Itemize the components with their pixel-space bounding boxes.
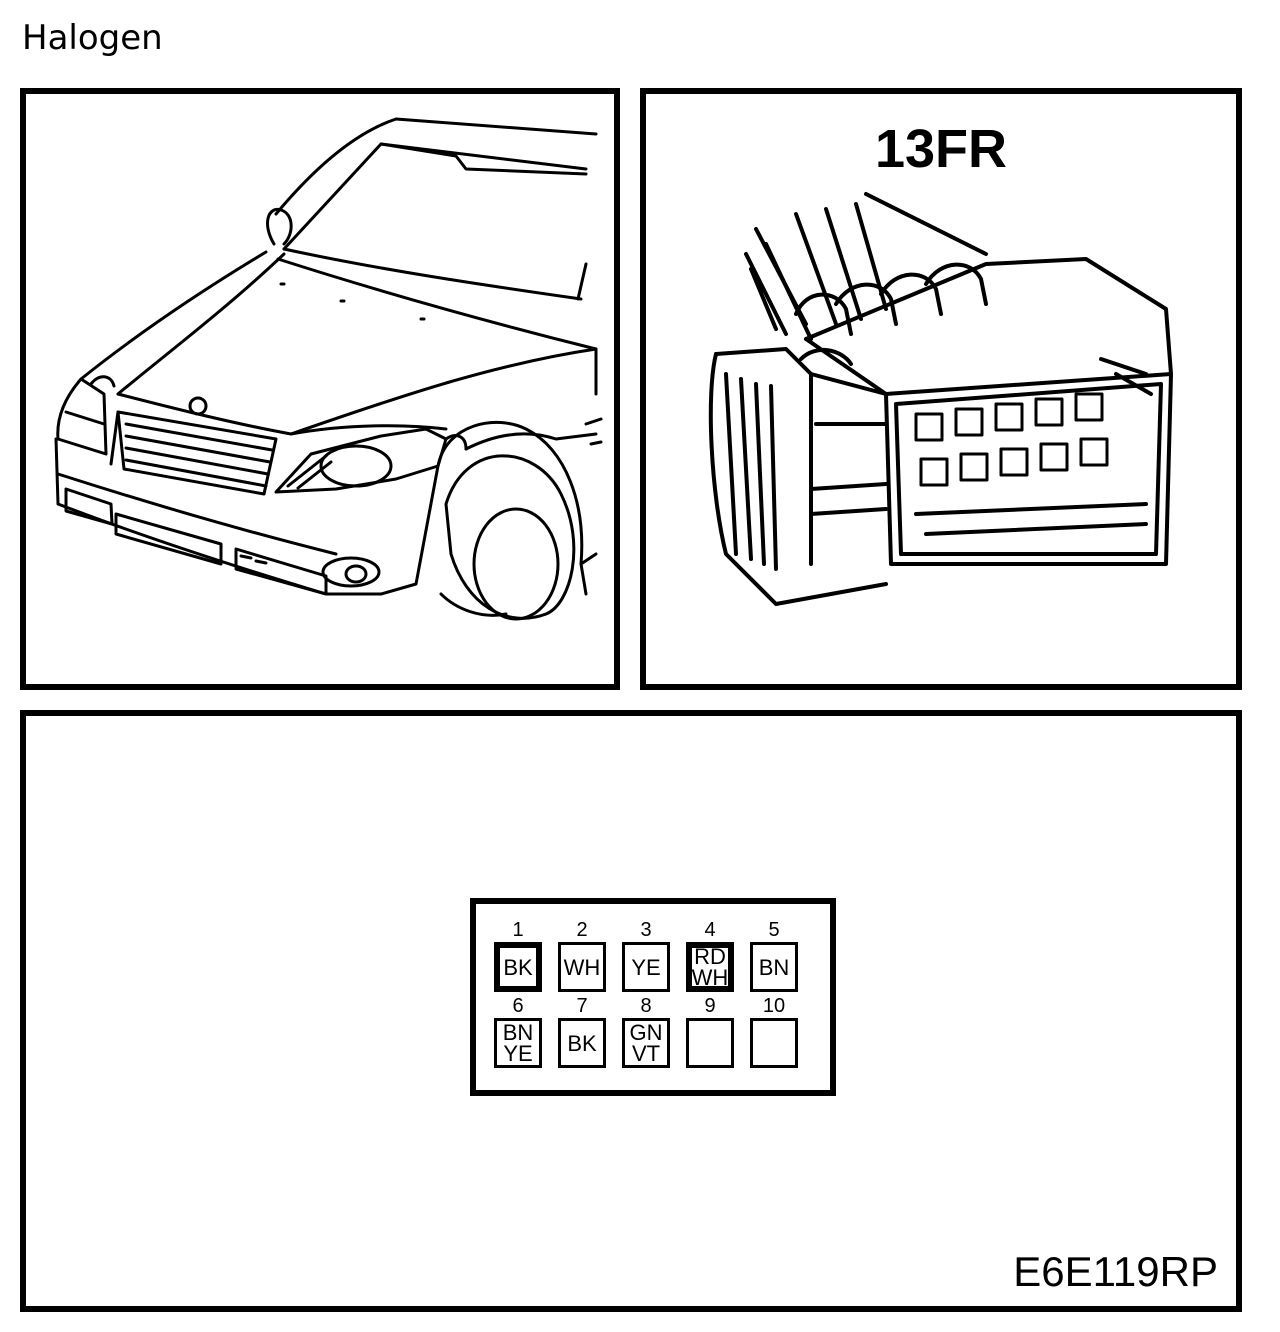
pin-number: 7 <box>576 995 588 1017</box>
diagram-code: E6E119RP <box>1013 1248 1218 1295</box>
pin-number: 10 <box>762 995 786 1017</box>
pin-wire-color: BN <box>758 954 790 980</box>
pin-wire-color: RD <box>694 944 726 969</box>
pin-wire-color: YE <box>503 1041 533 1066</box>
pin-wire-color: WH <box>563 954 601 980</box>
connector-view-panel: 13FR <box>640 88 1242 690</box>
pin-cavity-1: BK <box>494 942 542 992</box>
car-front-illustration-icon <box>54 117 603 621</box>
page-title: Halogen <box>22 18 163 58</box>
pin-number: 5 <box>768 919 780 941</box>
pin-cavity-5: BN <box>750 942 798 992</box>
pin-wire-color: WH <box>691 965 729 990</box>
connector-name: 13FR <box>874 119 1008 179</box>
pin-cavity-10 <box>750 1018 798 1068</box>
connector-harness-illustration-icon <box>708 192 1173 606</box>
pin-wire-color: VT <box>631 1041 661 1066</box>
pin-wire-color: GN <box>629 1020 663 1045</box>
pin-wire-color: BN <box>502 1020 534 1045</box>
pin-cavity-7: BK <box>558 1018 606 1068</box>
pin-wire-color: YE <box>631 954 661 980</box>
pin-number: 9 <box>704 995 716 1017</box>
pin-cavity-3: YE <box>622 942 670 992</box>
pin-wire-color: BK <box>503 954 533 980</box>
pin-number: 6 <box>512 995 524 1017</box>
pin-wire-color: BK <box>567 1030 597 1056</box>
pin-number: 8 <box>640 995 652 1017</box>
pin-cavity-9 <box>686 1018 734 1068</box>
pin-number: 3 <box>640 919 652 941</box>
pin-number: 2 <box>576 919 588 941</box>
pin-cavity-2: WH <box>558 942 606 992</box>
pin-number: 4 <box>704 919 716 941</box>
vehicle-location-panel <box>20 88 620 690</box>
pin-number: 1 <box>512 919 524 941</box>
